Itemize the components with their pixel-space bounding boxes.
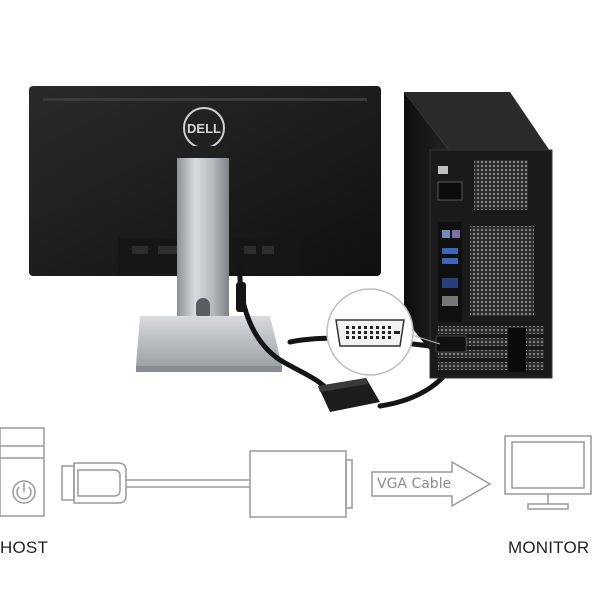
power-button-icon [12, 480, 36, 504]
host-icon [0, 427, 45, 517]
svg-text:DELL: DELL [187, 121, 221, 136]
dvi-port-callout [326, 288, 441, 376]
dvi-to-vga-adapter-icon [249, 450, 353, 518]
monitor-label: MONITOR [508, 538, 590, 557]
vga-cable-label: VGA Cable [377, 476, 452, 492]
monitor-stand [136, 146, 282, 372]
right-arrow-icon [371, 460, 492, 508]
host-label: HOST [0, 538, 49, 557]
connection-diagram [0, 427, 592, 518]
monitor-icon [504, 435, 592, 510]
vga-plug-icon [61, 462, 250, 504]
pc-tower [404, 92, 553, 379]
adapter-dongle [318, 378, 380, 412]
